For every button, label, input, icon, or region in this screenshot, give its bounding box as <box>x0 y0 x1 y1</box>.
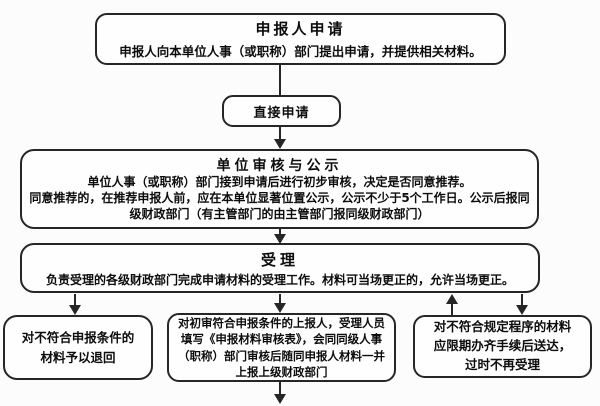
arrowhead-down-icon <box>274 139 286 149</box>
node-unit-title: 单位审核与公示 <box>216 158 343 175</box>
arrowhead-down-icon <box>69 305 81 315</box>
connector-direct-to-unit-review <box>279 126 281 142</box>
node-applicant-body: 申报人向本单位人事（或职称）部门提出申请，并提供相关材料。 <box>119 44 482 59</box>
connector-applicant-to-direct <box>279 64 281 95</box>
node-overdue-body: 对不符合规定程序的材料 应限期办齐手续后送达， 过时不再受理 <box>433 319 572 372</box>
arrowhead-down-icon <box>274 234 286 244</box>
node-acceptance: 受理 负责受理的各级财政部门完成申请材料的受理工作。材料可当场更正的，允许当场更… <box>20 243 540 293</box>
node-applicant-title: 申报人申请 <box>255 20 346 38</box>
arrowhead-down-icon <box>274 394 286 404</box>
arrowhead-down-icon <box>274 303 286 313</box>
connector-acceptance-to-report <box>279 294 281 305</box>
node-acceptance-body: 负责受理的各级财政部门完成申请材料的受理工作。材料可当场更正的，允许当场更正。 <box>45 272 514 287</box>
node-direct-label: 直接申请 <box>253 105 310 121</box>
connector-overdue-to-acceptance <box>451 302 453 315</box>
node-unit-body: 单位人事（或职称）部门接到申请后进行初步审核，决定是否同意推荐。 同意推荐的，在… <box>29 175 530 221</box>
arrowhead-up-icon <box>446 294 458 304</box>
node-direct-application: 直接申请 <box>222 95 341 127</box>
node-report-upward: 对初审符合申报条件的上报人，受理人员填写《申报材料审核表》，会同同级人事（职称）… <box>167 313 396 382</box>
connector-unit-review-to-acceptance <box>279 228 281 236</box>
node-unit-review-publicity: 单位审核与公示 单位人事（或职称）部门接到申请后进行初步审核，决定是否同意推荐。… <box>20 149 539 229</box>
node-overdue-rule: 对不符合规定程序的材料 应限期办齐手续后送达， 过时不再受理 <box>413 315 592 378</box>
node-return-materials: 对不符合申报条件的 材料予以退回 <box>3 315 153 380</box>
arrowhead-down-icon <box>516 305 528 315</box>
node-acceptance-title: 受理 <box>260 250 299 269</box>
node-report-body: 对初审符合申报条件的上报人，受理人员填写《申报材料审核表》，会同同级人事（职称）… <box>178 315 385 379</box>
connector-acceptance-to-overdue <box>521 294 523 306</box>
node-return-body: 对不符合申报条件的 材料予以退回 <box>21 329 135 365</box>
connector-acceptance-to-return <box>74 294 76 306</box>
node-applicant-application: 申报人申请 申报人向本单位人事（或职称）部门提出申请，并提供相关材料。 <box>95 13 506 65</box>
connector-report-to-next-step <box>279 381 281 395</box>
